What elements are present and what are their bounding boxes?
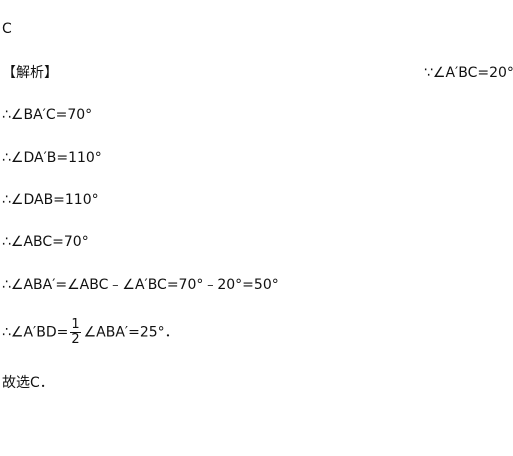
- step-4: ∴∠ABC=70°: [2, 234, 89, 250]
- final-step-suffix: ∠ABA′=25°．: [83, 324, 179, 341]
- fraction-numerator: 1: [70, 317, 81, 333]
- step-2: ∴∠DA′B=110°: [2, 150, 102, 166]
- final-step-prefix: ∴∠A′BD=: [2, 324, 69, 341]
- section-label: 【解析】: [2, 65, 58, 81]
- step-5: ∴∠ABA′=∠ABC﹣∠A′BC=70°﹣20°=50°: [2, 277, 279, 293]
- answer-text: C: [2, 21, 12, 37]
- step-1: ∴∠BA′C=70°: [2, 107, 93, 123]
- step-3: ∴∠DAB=110°: [2, 192, 99, 208]
- fraction-denominator: 2: [71, 332, 80, 347]
- given-condition: ∵∠A′BC=20°: [424, 65, 513, 81]
- conclusion-text: 故选C．: [2, 375, 54, 391]
